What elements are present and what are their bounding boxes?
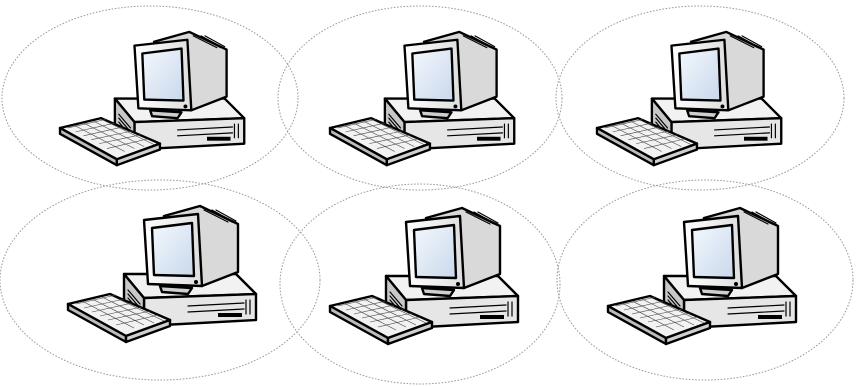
desktop-computer-icon: [330, 208, 518, 344]
computers: [60, 32, 796, 344]
desktop-computer-icon: [597, 32, 781, 165]
desktop-computer-icon: [60, 32, 244, 165]
desktop-computer-icon: [608, 208, 796, 344]
desktop-computer-icon: [330, 32, 514, 165]
desktop-computer-icon: [68, 206, 256, 342]
